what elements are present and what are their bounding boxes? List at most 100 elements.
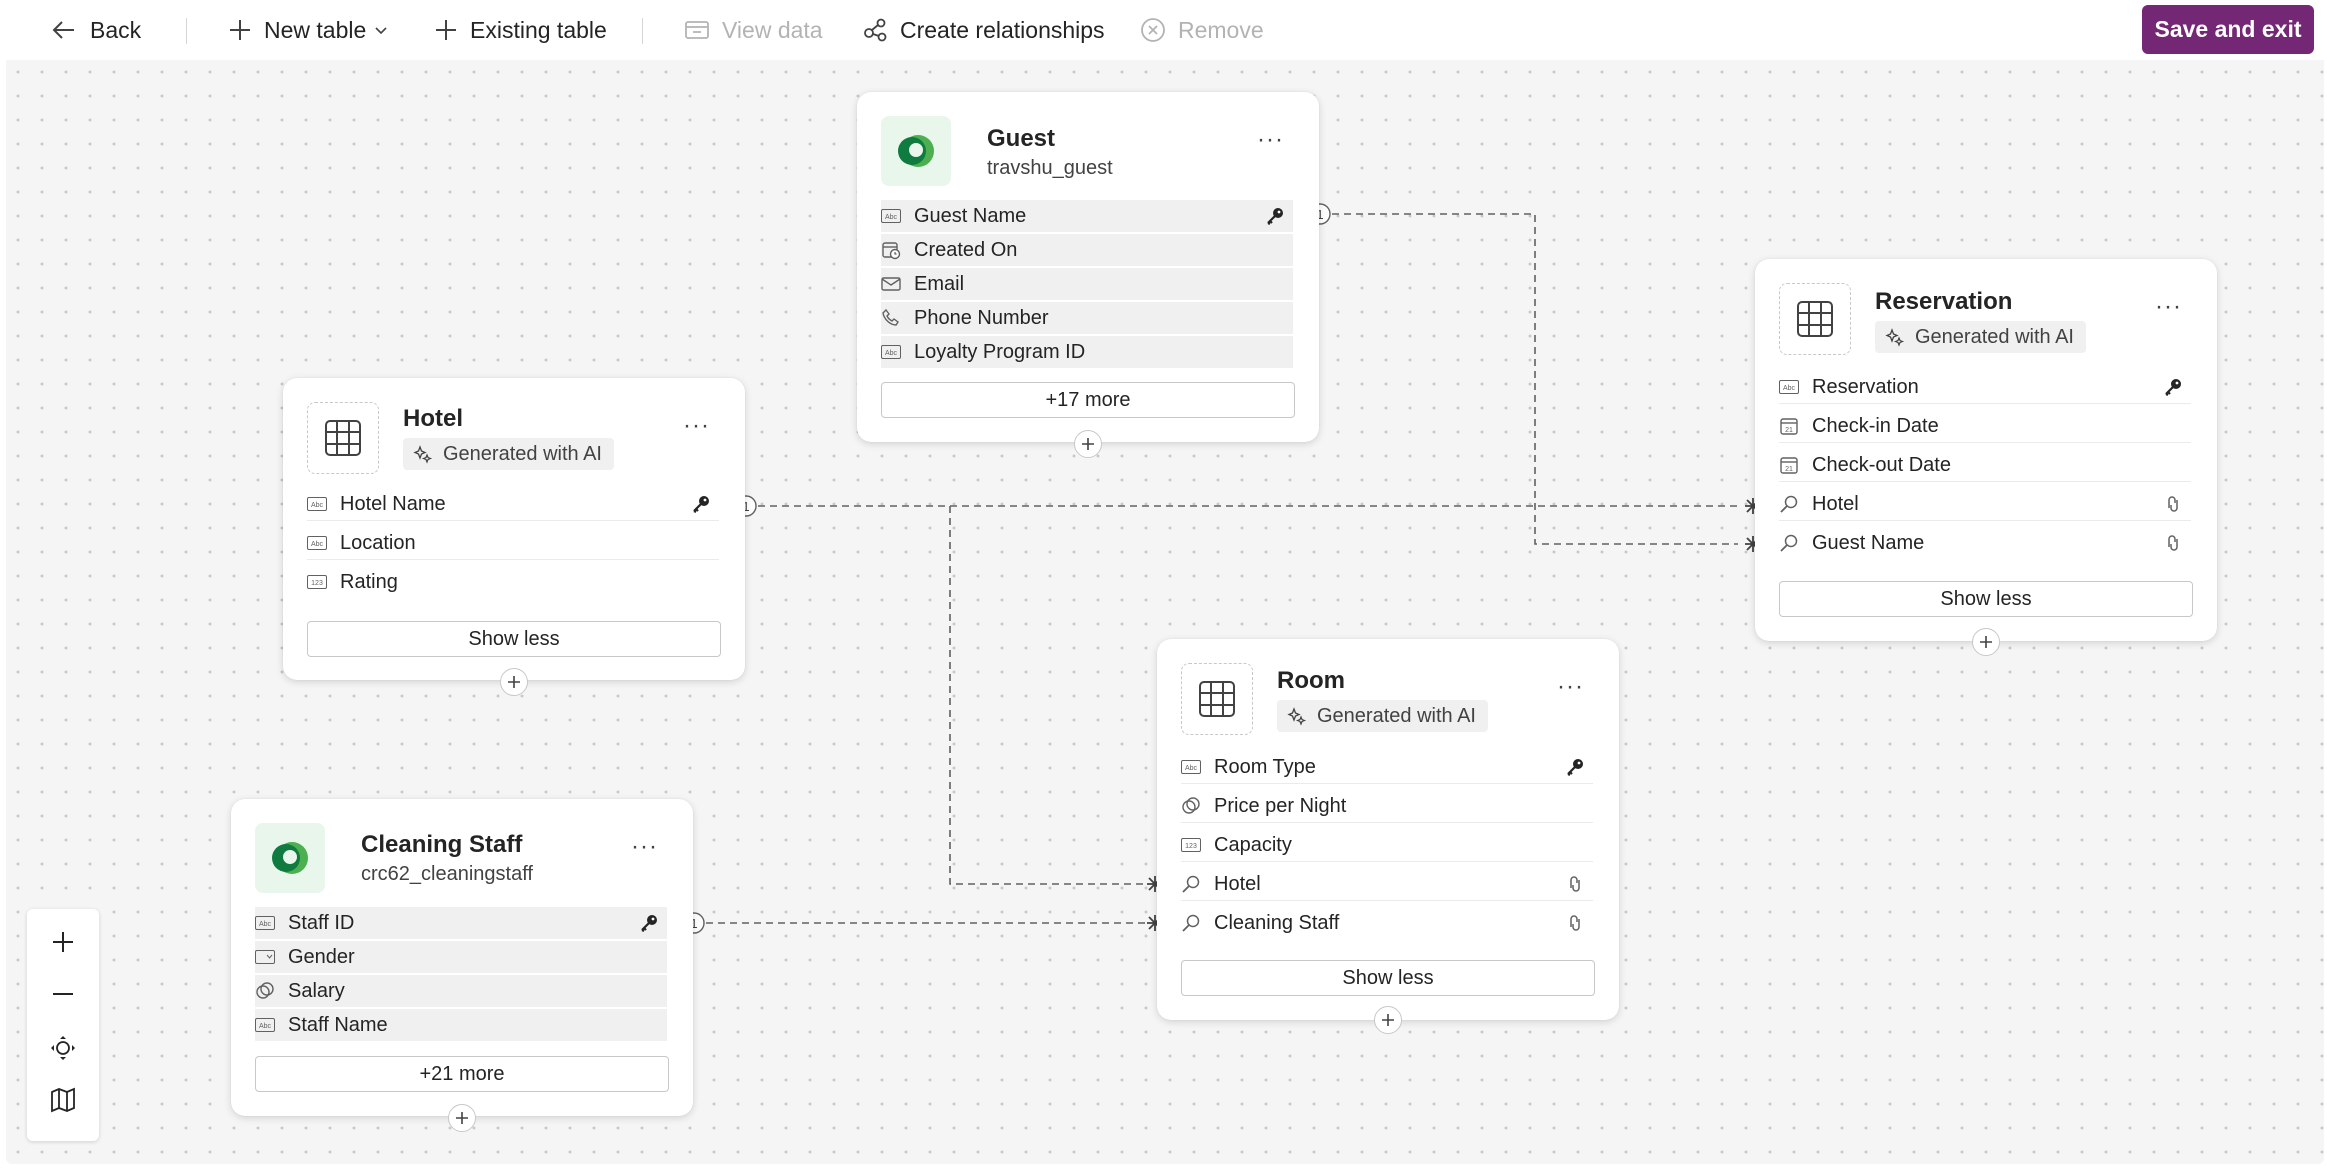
sparkle-icon (1287, 707, 1307, 726)
arrow-left-icon (52, 21, 74, 39)
table-card-guest[interactable]: Guest travshu_guest ··· Abc Guest Name C… (857, 92, 1319, 442)
fit-view-button[interactable] (27, 1023, 99, 1073)
text-column-icon: Abc (307, 497, 327, 511)
plus-icon (1382, 1014, 1394, 1026)
zoom-in-button[interactable] (27, 917, 99, 967)
show-more-button[interactable]: +17 more (881, 382, 1295, 418)
column-row[interactable]: Abc Location (307, 527, 719, 560)
table-card-hotel[interactable]: Hotel Generated with AI ··· Abc Hotel Na… (283, 378, 745, 680)
column-row[interactable]: 123 Capacity (1181, 829, 1593, 862)
sparkle-icon (1885, 328, 1905, 347)
svg-text:Abc: Abc (311, 541, 324, 548)
toolbar: Back New table Existing table View data … (0, 0, 2327, 60)
table-logical-name: crc62_cleaningstaff (361, 863, 533, 885)
new-table-label: New table (264, 16, 367, 43)
column-row[interactable]: Cleaning Staff (1181, 907, 1593, 939)
key-icon (1565, 757, 1585, 777)
column-row[interactable]: Abc Staff ID (255, 907, 667, 939)
minimap-icon (51, 1087, 75, 1113)
more-options-icon[interactable]: ··· (1257, 126, 1284, 153)
back-label: Back (90, 16, 142, 43)
text-column-icon: Abc (307, 536, 327, 550)
add-column-button[interactable] (1074, 430, 1102, 458)
column-row[interactable]: Abc Room Type (1181, 751, 1593, 784)
svg-text:21: 21 (1785, 466, 1793, 473)
existing-table-button[interactable]: Existing table (434, 0, 607, 60)
column-row[interactable]: Salary (255, 975, 667, 1007)
table-title: Guest (987, 125, 1056, 152)
svg-text:Abc: Abc (259, 921, 272, 928)
phone-column-icon (881, 308, 901, 328)
svg-text:Abc: Abc (259, 1023, 272, 1030)
view-data-button[interactable]: View data (684, 0, 823, 60)
add-column-button[interactable] (500, 668, 528, 696)
datetime-column-icon (881, 240, 901, 260)
svg-text:Abc: Abc (311, 502, 324, 509)
column-row[interactable]: 21 Check-out Date (1779, 449, 2191, 482)
save-and-exit-button[interactable]: Save and exit (2142, 5, 2314, 54)
view-data-icon (685, 21, 709, 39)
column-row[interactable]: Abc Staff Name (255, 1009, 667, 1041)
dismiss-circle-icon (1141, 18, 1165, 42)
column-row[interactable]: Price per Night (1181, 790, 1593, 823)
column-row[interactable]: 21 Check-in Date (1779, 410, 2191, 443)
show-less-button[interactable]: Show less (1779, 581, 2193, 617)
table-card-cleaning-staff[interactable]: Cleaning Staff crc62_cleaningstaff ··· A… (231, 799, 693, 1116)
text-column-icon: Abc (255, 1018, 275, 1032)
show-less-button[interactable]: Show less (307, 621, 721, 657)
existing-table-label: Existing table (470, 16, 607, 43)
date-column-icon: 21 (1779, 416, 1799, 436)
plus-icon (1980, 636, 1992, 648)
key-icon (1265, 206, 1285, 226)
column-row[interactable]: Hotel (1779, 488, 2191, 521)
number-column-icon: 123 (1181, 838, 1201, 852)
column-row[interactable]: Phone Number (881, 302, 1293, 334)
table-logical-name: travshu_guest (987, 157, 1113, 179)
new-table-button[interactable]: New table (228, 0, 388, 60)
column-row[interactable]: Guest Name (1779, 527, 2191, 559)
zoom-out-button[interactable] (27, 969, 99, 1019)
more-options-icon[interactable]: ··· (1557, 673, 1584, 700)
svg-text:Abc: Abc (885, 350, 898, 357)
column-row[interactable]: Email (881, 268, 1293, 300)
more-options-icon[interactable]: ··· (683, 412, 710, 439)
create-relationships-label: Create relationships (900, 16, 1105, 43)
column-row[interactable]: Hotel (1181, 868, 1593, 901)
number-column-icon: 123 (307, 575, 327, 589)
view-data-label: View data (722, 16, 823, 43)
fit-view-icon (51, 1036, 75, 1060)
show-more-button[interactable]: +21 more (255, 1056, 669, 1092)
column-row[interactable]: Gender (255, 941, 667, 973)
more-options-icon[interactable]: ··· (2155, 293, 2182, 320)
relationship-icon (1565, 874, 1585, 894)
show-less-button[interactable]: Show less (1181, 960, 1595, 996)
text-column-icon: Abc (1181, 760, 1201, 774)
plus-icon (1082, 438, 1094, 450)
create-relationships-button[interactable]: Create relationships (862, 0, 1105, 60)
column-row[interactable]: Created On (881, 234, 1293, 266)
table-card-reservation[interactable]: Reservation Generated with AI ··· Abc Re… (1755, 259, 2217, 641)
add-column-button[interactable] (1374, 1006, 1402, 1034)
column-row[interactable]: Abc Loyalty Program ID (881, 336, 1293, 368)
column-row[interactable]: 123 Rating (307, 566, 719, 598)
add-column-button[interactable] (448, 1104, 476, 1132)
minimap-button[interactable] (27, 1075, 99, 1125)
zoom-controls (27, 909, 99, 1141)
toolbar-divider (642, 18, 643, 44)
lookup-column-icon (1779, 533, 1799, 553)
dataverse-logo-icon (255, 823, 325, 893)
table-title: Room (1277, 667, 1345, 694)
table-card-room[interactable]: Room Generated with AI ··· Abc Room Type… (1157, 639, 1619, 1020)
toolbar-divider (186, 18, 187, 44)
currency-column-icon (1181, 796, 1201, 816)
column-row[interactable]: Abc Guest Name (881, 200, 1293, 232)
text-column-icon: Abc (881, 345, 901, 359)
back-button[interactable]: Back (50, 0, 141, 60)
add-column-button[interactable] (1972, 628, 2000, 656)
zoom-in-icon (53, 932, 73, 952)
column-row[interactable]: Abc Hotel Name (307, 488, 719, 521)
more-options-icon[interactable]: ··· (631, 833, 658, 860)
column-row[interactable]: Abc Reservation (1779, 371, 2191, 404)
remove-button[interactable]: Remove (1140, 0, 1264, 60)
table-grid-icon (307, 402, 379, 474)
